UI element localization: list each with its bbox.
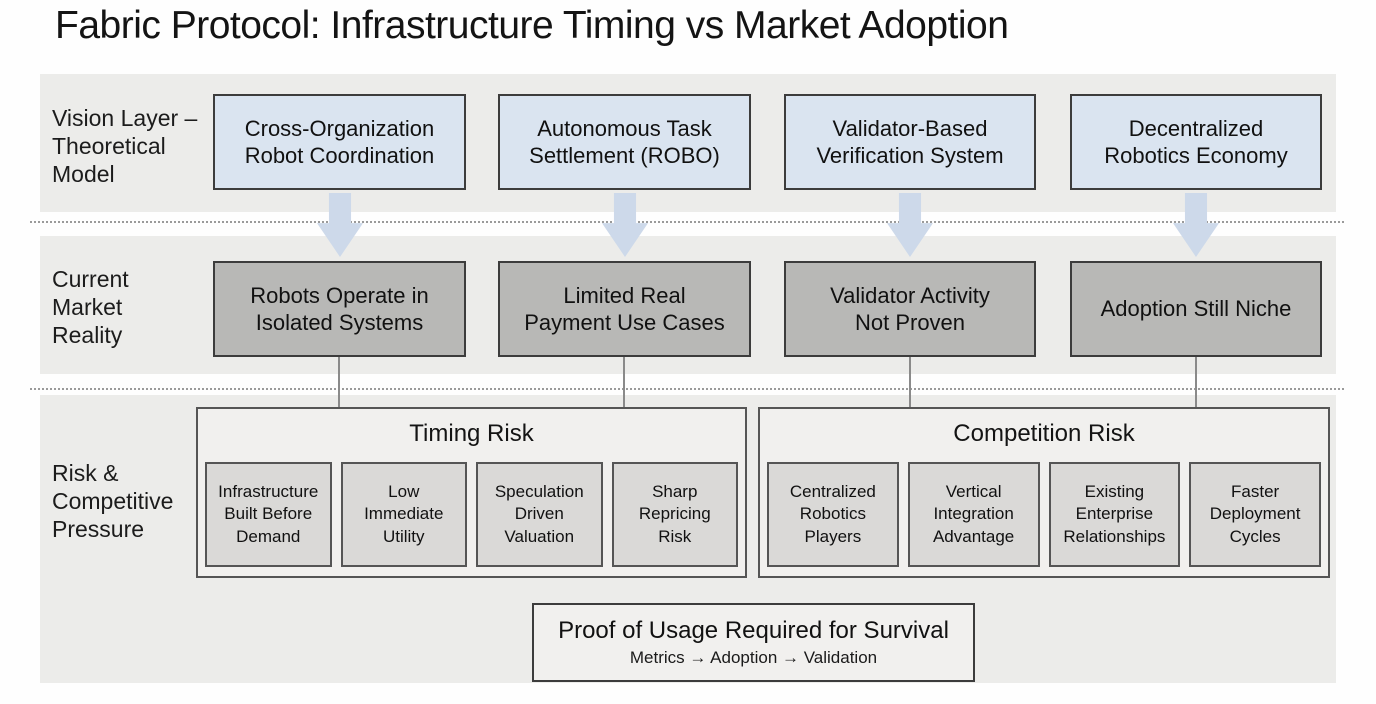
timing-risk-items: Infrastructure Built Before Demand Low I… <box>205 462 738 567</box>
risk-item-centralized-players: Centralized Robotics Players <box>767 462 899 567</box>
risk-item-faster-deployment: Faster Deployment Cycles <box>1189 462 1321 567</box>
risk-pressure-label: Risk & Competitive Pressure <box>52 460 174 543</box>
risk-item-low-immediate-utility: Low Immediate Utility <box>340 462 467 567</box>
risk-item-enterprise-relationships: Existing Enterprise Relationships <box>1048 462 1181 567</box>
market-box-isolated-systems: Robots Operate in Isolated Systems <box>213 261 466 357</box>
risk-item-vertical-integration: Vertical Integration Advantage <box>907 462 1040 567</box>
vision-layer-label: Vision Layer – Theoretical Model <box>52 105 198 188</box>
separator-line-2 <box>30 388 1346 390</box>
market-reality-label: Current Market Reality <box>52 266 129 349</box>
risk-item-speculation-valuation: Speculation Driven Valuation <box>476 462 603 567</box>
connector-line <box>338 357 340 407</box>
market-box-adoption-niche: Adoption Still Niche <box>1070 261 1322 357</box>
timing-risk-header: Timing Risk <box>409 420 534 447</box>
competition-risk-header: Competition Risk <box>953 420 1135 447</box>
page-title: Fabric Protocol: Infrastructure Timing v… <box>55 4 1009 47</box>
vision-box-autonomous-settlement: Autonomous Task Settlement (ROBO) <box>498 94 751 190</box>
market-box-limited-payments: Limited Real Payment Use Cases <box>498 261 751 357</box>
connector-line <box>623 357 625 407</box>
competition-risk-items: Centralized Robotics Players Vertical In… <box>767 462 1321 567</box>
proof-of-usage-title: Proof of Usage Required for Survival <box>558 617 949 644</box>
timing-risk-group: Timing Risk Infrastructure Built Before … <box>196 407 747 578</box>
separator-line-1 <box>30 221 1346 223</box>
connector-line <box>909 357 911 407</box>
market-box-validator-not-proven: Validator Activity Not Proven <box>784 261 1036 357</box>
risk-item-infrastructure-before-demand: Infrastructure Built Before Demand <box>205 462 332 567</box>
competition-risk-group: Competition Risk Centralized Robotics Pl… <box>758 407 1330 578</box>
proof-of-usage-box: Proof of Usage Required for Survival Met… <box>532 603 975 682</box>
vision-box-validator-verification: Validator-Based Verification System <box>784 94 1036 190</box>
risk-item-sharp-repricing: Sharp Repricing Risk <box>611 462 738 567</box>
connector-line <box>1195 357 1197 407</box>
proof-of-usage-subtitle: Metrics → Adoption → Validation <box>629 648 878 667</box>
vision-box-cross-organization: Cross-Organization Robot Coordination <box>213 94 466 190</box>
vision-box-decentralized-economy: Decentralized Robotics Economy <box>1070 94 1322 190</box>
